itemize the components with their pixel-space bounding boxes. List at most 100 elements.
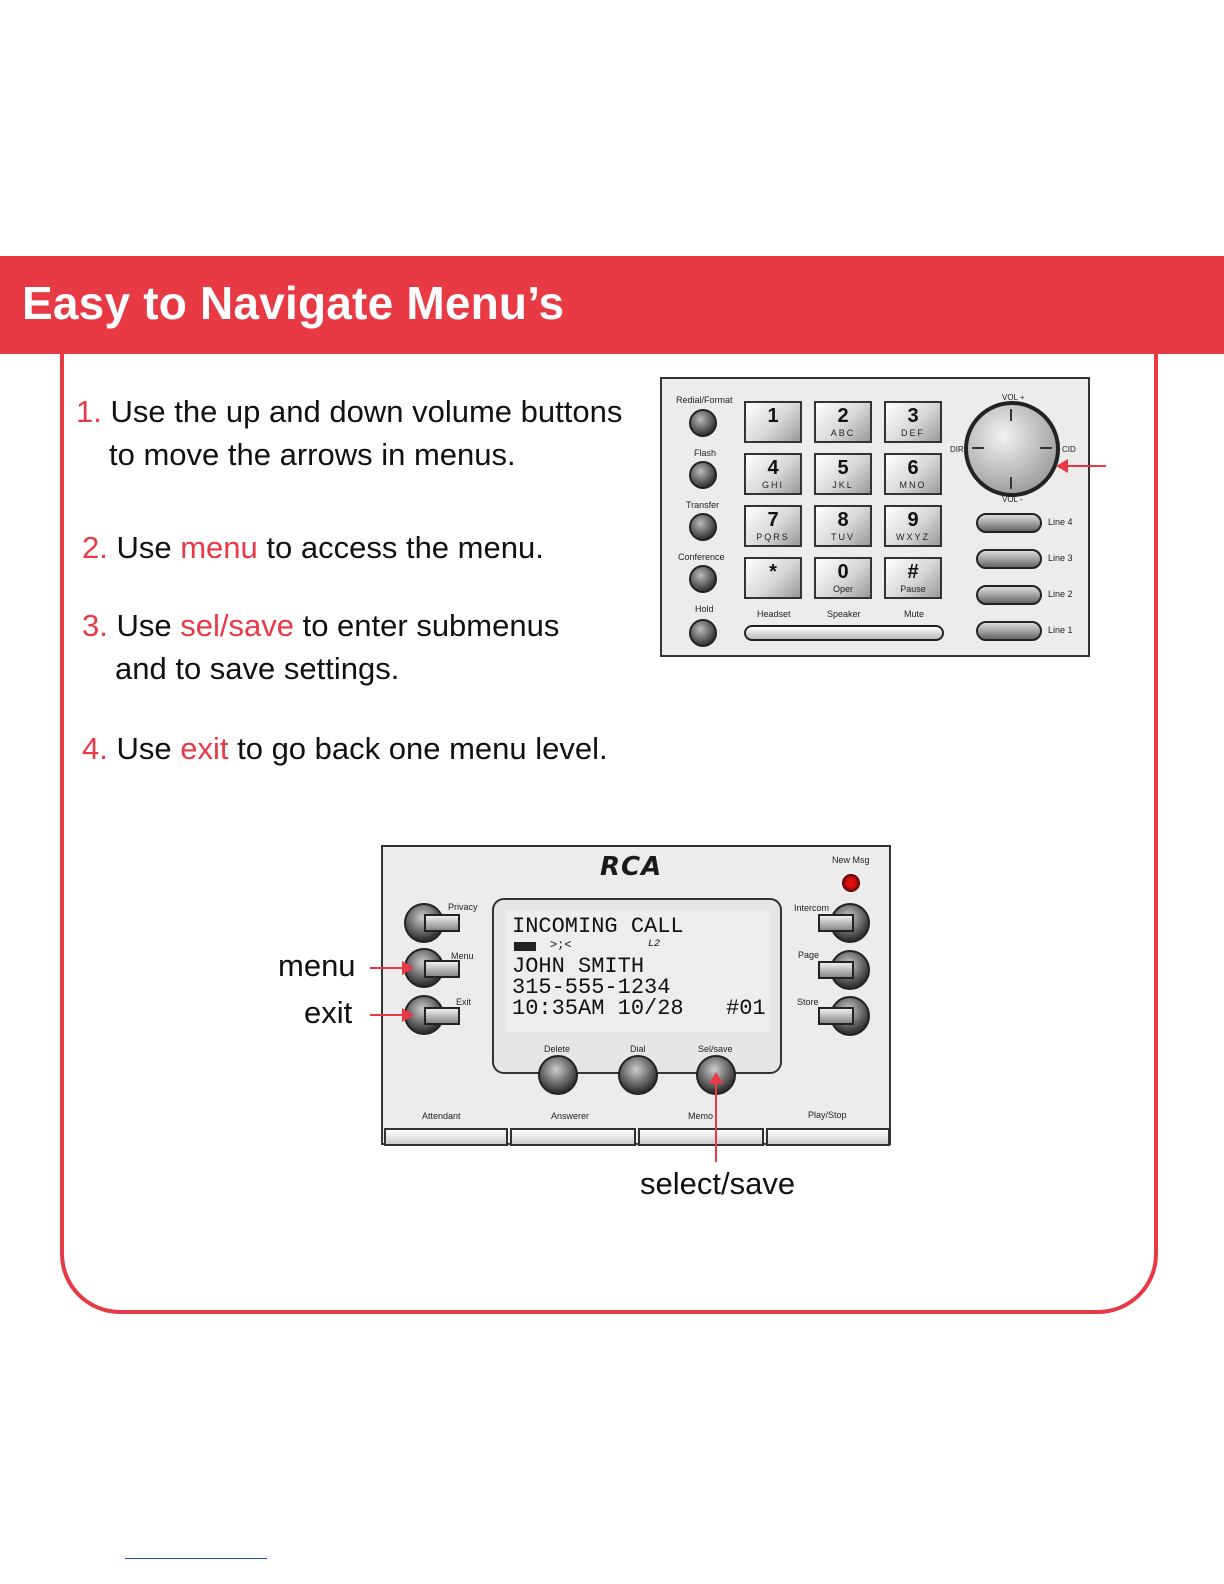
new-msg-label: New Msg	[832, 855, 870, 865]
key-letters: Oper	[832, 584, 853, 594]
key-digit: 6	[907, 457, 919, 479]
key-digit: 2	[837, 405, 849, 427]
key-hash[interactable]: #Pause	[884, 557, 942, 599]
key-letters: WXYZ	[896, 532, 930, 542]
key-digit: 0	[837, 561, 849, 583]
step-number: 1.	[76, 394, 102, 429]
line-1-button[interactable]	[976, 621, 1042, 641]
header-banner: Easy to Navigate Menu’s	[0, 256, 1224, 354]
redial-button[interactable]	[689, 409, 717, 437]
select-save-callout: select/save	[640, 1166, 796, 1201]
step-4: 4. Use exit to go back one menu level.	[82, 727, 608, 770]
line-2-button[interactable]	[976, 585, 1042, 605]
step-text-continued: and to save settings.	[115, 651, 400, 686]
key-digit: 8	[837, 509, 849, 531]
dial-arrowhead-icon	[1056, 459, 1068, 473]
dial-button[interactable]	[618, 1055, 658, 1095]
lcd-bezel: INCOMING CALL >;< L2 JOHN SMITH 315-555-…	[492, 898, 782, 1074]
step-number: 3.	[82, 608, 108, 643]
step-text: Use	[116, 731, 181, 766]
transfer-button[interactable]	[689, 513, 717, 541]
step-text: to go back one menu level.	[228, 731, 608, 766]
hold-button[interactable]	[689, 619, 717, 647]
line-3-button[interactable]	[976, 549, 1042, 569]
key-digit: 7	[767, 509, 779, 531]
line-label: Line 1	[1048, 625, 1073, 635]
line-label: Line 2	[1048, 589, 1073, 599]
select-save-arrowhead-icon	[709, 1072, 723, 1084]
key-digit: 1	[767, 405, 779, 427]
attendant-button[interactable]	[384, 1128, 508, 1146]
conference-button[interactable]	[689, 565, 717, 593]
menu-label: Menu	[451, 951, 474, 961]
lcd-line-3: 315-555-1234	[512, 975, 671, 1000]
page-title: Easy to Navigate Menu’s	[22, 277, 565, 329]
play-stop-button[interactable]	[766, 1128, 890, 1146]
privacy-label: Privacy	[448, 902, 478, 912]
memo-button[interactable]	[638, 1128, 764, 1146]
store-button-tab	[818, 1007, 854, 1025]
key-star[interactable]: *	[744, 557, 802, 599]
key-digit: 5	[837, 457, 849, 479]
flash-button[interactable]	[689, 461, 717, 489]
key-letters: JKL	[832, 480, 854, 490]
vol-down-label: VOL -	[1002, 495, 1023, 504]
key-letters: MNO	[899, 480, 927, 490]
play-stop-label: Play/Stop	[808, 1110, 847, 1120]
step-number: 2.	[82, 530, 108, 565]
delete-label: Delete	[544, 1044, 571, 1054]
key-digit: 4	[767, 457, 779, 479]
exit-callout-arrow	[370, 1014, 406, 1016]
line-label: Line 4	[1048, 517, 1073, 527]
menu-arrowhead-icon	[402, 961, 414, 975]
line-4-button[interactable]	[976, 513, 1042, 533]
privacy-button-tab	[424, 914, 460, 932]
store-label: Store	[797, 997, 819, 1007]
volume-dial[interactable]	[964, 401, 1060, 497]
dial-arrow	[1066, 465, 1106, 467]
delete-button[interactable]	[538, 1055, 578, 1095]
step-text: Use	[116, 608, 181, 643]
step-2: 2. Use menu to access the menu.	[82, 526, 544, 569]
side-button-label: Hold	[695, 604, 714, 614]
page-button-tab	[818, 961, 854, 979]
key-1[interactable]: 1	[744, 401, 802, 443]
headset-speaker-mute-bar[interactable]	[744, 625, 944, 641]
battery-icon	[514, 942, 536, 951]
memo-label: Memo	[688, 1111, 714, 1121]
step-1: 1. Use the up and down volume buttons to…	[76, 390, 622, 476]
lcd-call-index: #01	[726, 996, 766, 1021]
lcd-screen: INCOMING CALL >;< L2 JOHN SMITH 315-555-…	[506, 910, 770, 1032]
key-digit: #	[907, 561, 919, 583]
key-letters: Pause	[900, 584, 926, 594]
exit-button-tab	[424, 1007, 460, 1025]
step-keyword: exit	[180, 731, 229, 766]
key-letters: ABC	[830, 428, 856, 438]
step-text: Use	[116, 530, 181, 565]
exit-arrowhead-icon	[402, 1008, 414, 1022]
headset-label: Headset	[757, 609, 791, 619]
step-text: to enter submenus	[293, 608, 560, 643]
rca-logo: RCA	[600, 852, 663, 882]
page-label: Page	[798, 950, 820, 960]
answerer-button[interactable]	[510, 1128, 636, 1146]
exit-callout: exit	[304, 995, 353, 1030]
dial-label: Dial	[630, 1044, 646, 1054]
menu-callout: menu	[278, 948, 356, 983]
mute-label: Mute	[904, 609, 925, 619]
content-frame	[60, 346, 1158, 1314]
answerer-label: Answerer	[551, 1111, 590, 1121]
line-label: Line 3	[1048, 553, 1073, 563]
intercom-label: Intercom	[794, 903, 830, 913]
step-number: 4.	[82, 731, 108, 766]
speaker-label: Speaker	[827, 609, 861, 619]
